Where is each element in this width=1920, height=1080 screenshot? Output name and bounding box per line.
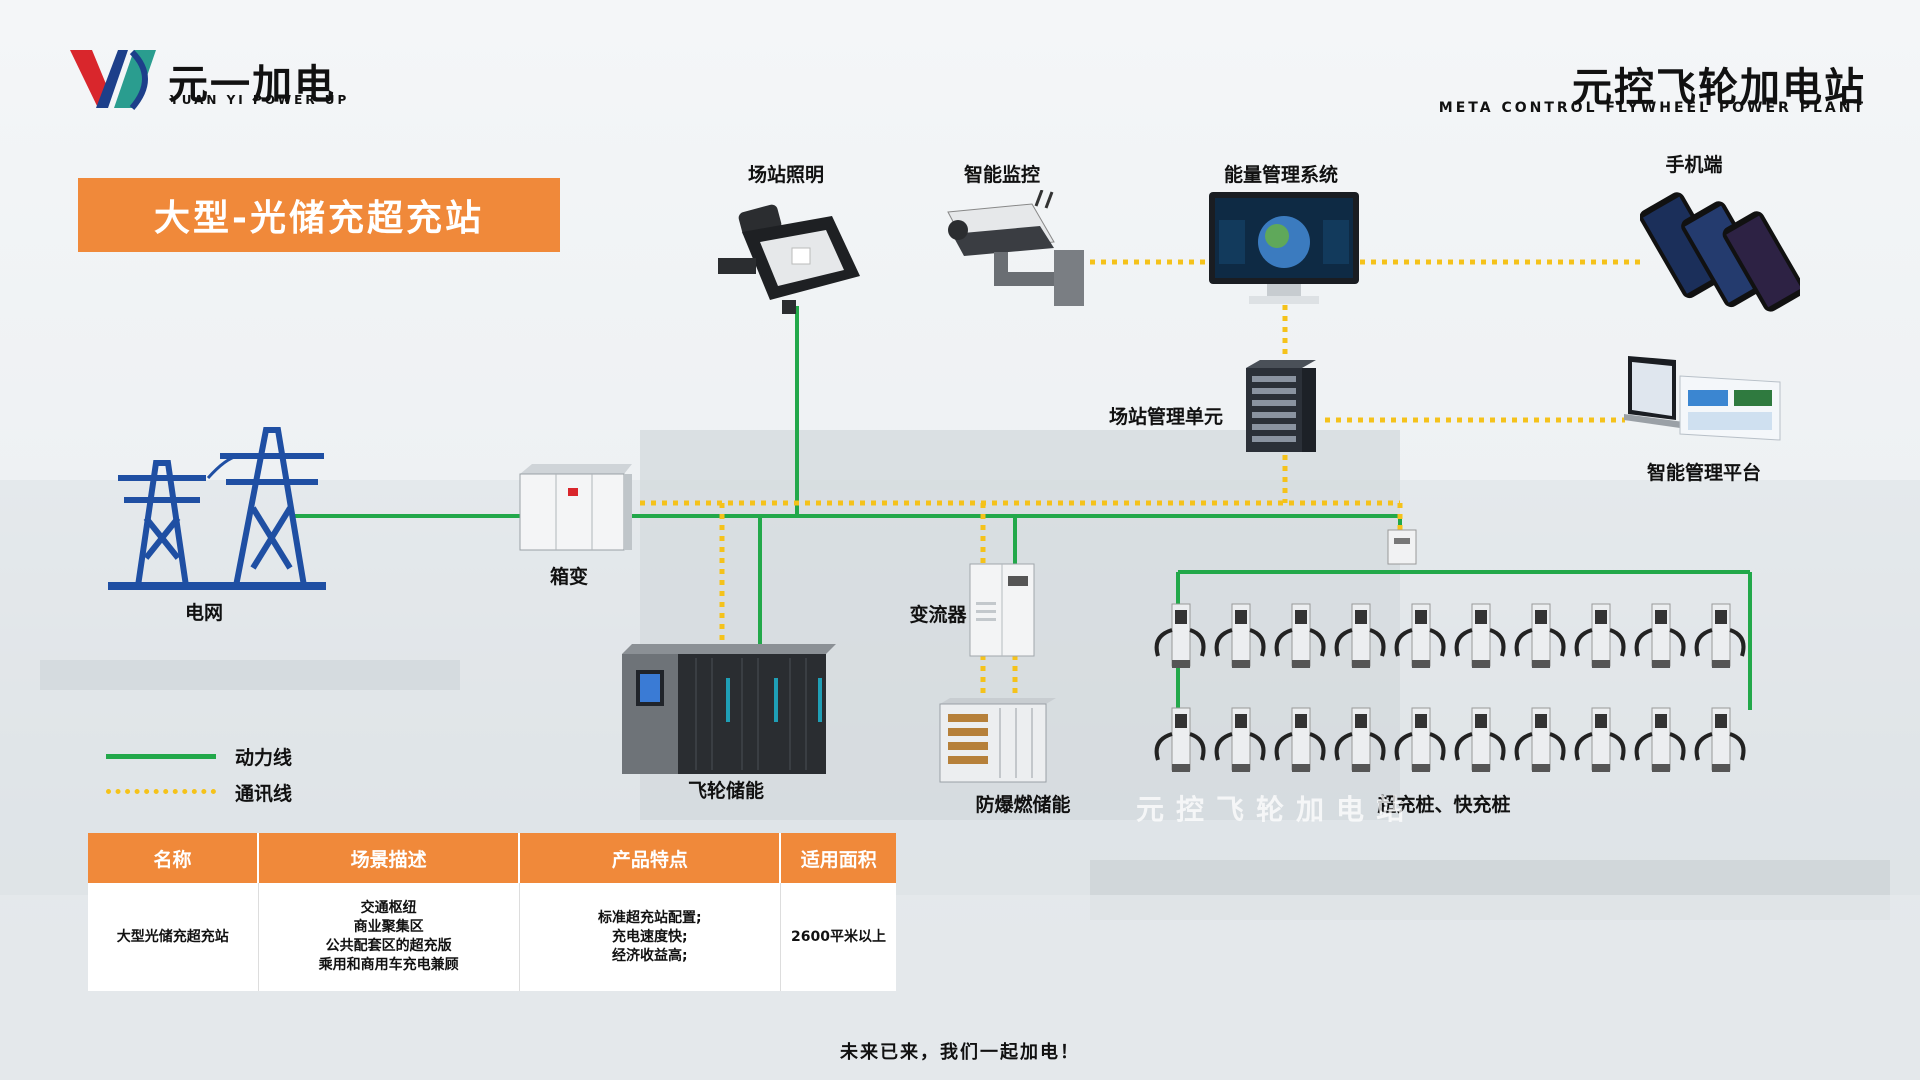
charger-icon	[1454, 603, 1506, 668]
charger-icon	[1394, 707, 1446, 772]
floodlight-icon	[718, 204, 860, 314]
charger-icon	[1634, 707, 1686, 772]
watermark-text: 元控飞轮加电站	[1136, 793, 1417, 826]
table-header-name: 名称	[88, 833, 260, 883]
logo-text: 元一加电	[168, 62, 336, 108]
grid-label: 电网	[184, 602, 224, 624]
page-subtitle: META CONTROL FLYWHEEL POWER PLANT	[1438, 100, 1866, 116]
surveillance-camera-icon	[947, 190, 1084, 306]
charger-icon	[1394, 603, 1446, 668]
table-header-features: 产品特点	[519, 833, 782, 883]
feature-line: 经济收益高;	[612, 947, 688, 964]
table-cell-name: 大型光储充超充站	[88, 883, 259, 991]
platform-laptop-icon	[1624, 356, 1781, 441]
charger-icon	[1694, 707, 1746, 772]
converter-cabinet-icon	[969, 563, 1035, 657]
charger-icon	[1514, 707, 1566, 772]
logo-icon	[70, 49, 156, 110]
table-row: 大型光储充超充站 交通枢纽 商业聚集区 公共配套区的超充版 乘用和商用车充电兼顾…	[88, 883, 896, 991]
charger-icon	[1214, 603, 1266, 668]
slogan: 未来已来，我们一起加电！	[840, 1042, 1080, 1063]
platform-label: 智能管理平台	[1646, 462, 1762, 484]
chargers-label: 超充桩、快充桩	[1377, 794, 1511, 816]
explosion-proof-storage-icon	[939, 698, 1056, 783]
charger-icon	[1694, 603, 1746, 668]
scenario-line: 交通枢纽	[360, 900, 417, 916]
lighting-label: 场站照明	[747, 164, 825, 186]
station-unit-label: 场站管理单元	[1108, 406, 1224, 428]
server-rack-icon	[1246, 360, 1316, 452]
mobile-phone-icon	[1640, 192, 1800, 312]
feature-line: 标准超充站配置;	[598, 909, 702, 926]
legend-comm-swatch	[106, 789, 216, 794]
table-cell-area: 2600平米以上	[791, 928, 886, 945]
page-title: 元控飞轮加电站	[1572, 65, 1866, 111]
flywheel-storage-icon	[622, 644, 836, 774]
scenario-line: 商业聚集区	[353, 919, 424, 935]
power-lines	[290, 306, 1752, 710]
comm-lines	[640, 259, 1640, 700]
box-transformer-label: 箱变	[549, 566, 589, 588]
power-tower-icon	[108, 427, 326, 590]
ems-monitor-icon	[1209, 192, 1359, 304]
info-table: 名称 场景描述 产品特点 适用面积 大型光储充超充站 交通枢纽 商业聚集区 公共…	[88, 833, 896, 991]
charger-row-top	[1150, 600, 1750, 672]
table-header-scenario: 场景描述	[258, 833, 521, 883]
mobile-label: 手机端	[1665, 154, 1723, 176]
table-header-area: 适用面积	[780, 833, 896, 883]
monitoring-label: 智能监控	[963, 164, 1041, 186]
table-cell-features: 标准超充站配置; 充电速度快; 经济收益高;	[519, 883, 781, 991]
legend-comm-label: 通讯线	[235, 783, 293, 805]
charger-icon	[1634, 603, 1686, 668]
junction-box-icon	[1387, 529, 1417, 565]
legend-power-swatch	[106, 754, 216, 759]
legend-power-label: 动力线	[235, 747, 293, 769]
flywheel-label: 飞轮储能	[687, 780, 765, 802]
ems-label: 能量管理系统	[1223, 164, 1339, 186]
feature-line: 充电速度快;	[612, 928, 688, 945]
charger-icon	[1154, 603, 1206, 668]
charger-row-bottom	[1150, 704, 1750, 776]
converter-label: 变流器	[909, 604, 967, 626]
charger-icon	[1334, 603, 1386, 668]
charger-icon	[1334, 707, 1386, 772]
table-cell-scenario: 交通枢纽 商业聚集区 公共配套区的超充版 乘用和商用车充电兼顾	[258, 883, 520, 991]
charger-icon	[1214, 707, 1266, 772]
charger-icon	[1454, 707, 1506, 772]
charger-icon	[1574, 707, 1626, 772]
charger-icon	[1154, 707, 1206, 772]
scenario-line: 乘用和商用车充电兼顾	[318, 957, 459, 973]
charger-icon	[1574, 603, 1626, 668]
station-type-banner: 大型-光储充超充站	[78, 178, 560, 252]
charger-icon	[1514, 603, 1566, 668]
logo-subtitle: YUAN YI POWER UP	[170, 93, 350, 107]
charger-icon	[1274, 603, 1326, 668]
explosion-proof-label: 防爆燃储能	[975, 794, 1071, 816]
charger-icon	[1274, 707, 1326, 772]
scenario-line: 公共配套区的超充版	[325, 938, 452, 954]
box-transformer-icon	[519, 464, 632, 551]
